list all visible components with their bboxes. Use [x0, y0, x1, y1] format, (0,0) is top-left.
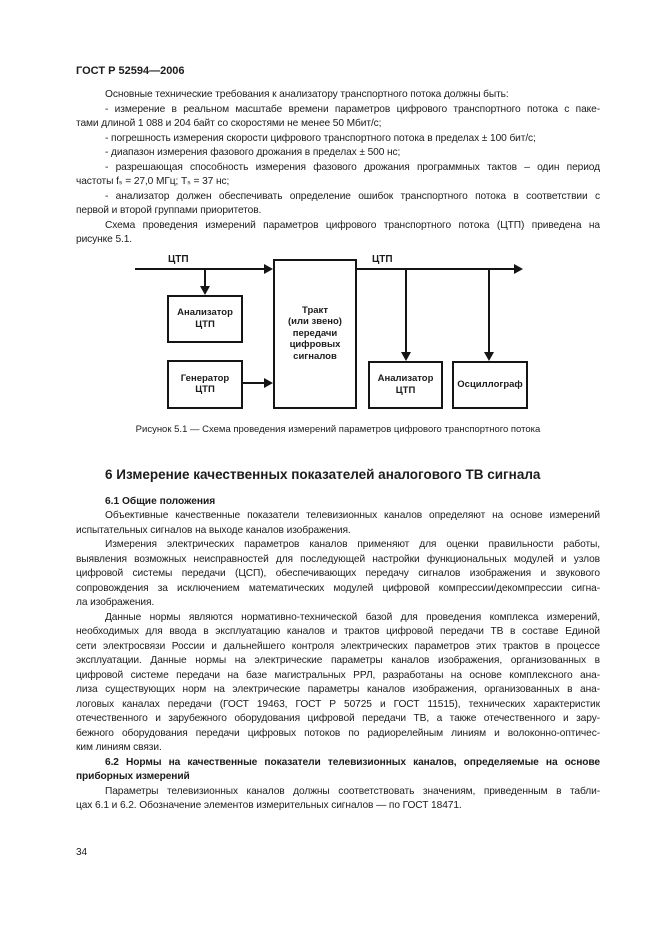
arrowhead-right-icon — [514, 263, 523, 274]
text-line: приборных измерений — [76, 771, 190, 782]
section-6-title: 6 Измерение качественных показателей ана… — [105, 466, 541, 482]
text-line: Генератор — [180, 372, 230, 384]
tap-line-left — [204, 268, 206, 287]
arrowhead-down-icon — [200, 285, 210, 295]
text-line: эксплуатации. Данные нормы на электричес… — [76, 655, 600, 666]
output-line — [357, 267, 515, 270]
tap-line-right-1 — [405, 268, 407, 353]
text-line: ла изображения. — [76, 597, 155, 608]
section5-body: Основные технические требования к анализ… — [76, 88, 600, 248]
text-line: 6.2 Нормы на качественные показатели тел… — [105, 756, 600, 768]
text-line: сети электросвязи России и дальнейшего к… — [76, 640, 600, 652]
paragraph: Основные технические требования к анализ… — [76, 88, 600, 103]
tap-line-right-2 — [488, 268, 490, 353]
text-line: Осциллограф — [457, 378, 523, 390]
list-item: - измерение в реальном масштабе времени … — [76, 103, 600, 132]
text-line: Основные технические требования к анализ… — [105, 89, 509, 100]
text-line: - погрешность измерения скорости цифрово… — [105, 132, 536, 144]
paragraph: Параметры телевизионных каналов должны с… — [76, 785, 600, 814]
text-line: бежного оборудования передачи цифровых п… — [76, 727, 600, 739]
text-line: логовых каналах передачи (ГОСТ 19463, ГО… — [76, 698, 600, 710]
text-line: первой и второй группами приоритетов. — [76, 205, 262, 216]
text-line: Объективные качественные показатели теле… — [105, 510, 600, 521]
stream-output-label: ЦТП — [372, 253, 393, 265]
text-line: сопровождения за исключением математичес… — [76, 582, 600, 594]
paragraph: Схема проведения измерений параметров ци… — [76, 219, 600, 248]
list-item: - анализатор должен обеспечивать определ… — [76, 190, 600, 219]
generator-line — [243, 381, 265, 384]
text-line: - разрешающая способность измерения фазо… — [105, 161, 600, 173]
paragraph: Данные нормы являются нормативно-техниче… — [76, 611, 600, 756]
list-item: - разрешающая способность измерения фазо… — [76, 161, 600, 190]
arrowhead-right-icon — [264, 263, 273, 274]
text-line: - измерение в реальном масштабе времени … — [105, 103, 600, 115]
text-line: Параметры телевизионных каналов должны с… — [105, 785, 600, 797]
text-line: цифровых — [289, 339, 341, 351]
text-line: тами длиной 1 088 и 204 байт со скоростя… — [76, 118, 382, 129]
paragraph: Измерения электрических параметров канал… — [76, 538, 600, 611]
text-line: ким линиям связи. — [76, 742, 162, 753]
text-line: Тракт — [302, 304, 328, 316]
text-line: - анализатор должен обеспечивать определ… — [105, 190, 600, 202]
section-6-2-title: 6.2 Нормы на качественные показатели тел… — [76, 756, 600, 785]
text-line: (или звено) — [288, 316, 342, 328]
arrowhead-down-icon — [484, 351, 494, 361]
text-line: ЦТП — [395, 384, 416, 396]
text-line: необходимых для ввода в эксплуатацию кан… — [76, 626, 600, 637]
arrowhead-right-icon — [264, 377, 273, 388]
paragraph: Объективные качественные показатели теле… — [76, 509, 600, 538]
text-line: ЦТП — [195, 384, 215, 395]
document-header: ГОСТ Р 52594—2006 — [76, 65, 185, 77]
stream-input-label: ЦТП — [168, 253, 189, 265]
section-6-1-body: Объективные качественные показатели теле… — [76, 509, 600, 756]
text-line: - диапазон измерения фазового дрожания в… — [105, 147, 401, 158]
arrowhead-down-icon — [401, 351, 411, 361]
text-line: рисунке 5.1. — [76, 234, 133, 245]
input-line — [135, 267, 265, 270]
text-line: Анализатор — [177, 307, 233, 318]
text-line: передачи — [292, 327, 338, 339]
text-line: частоты fₛ = 27,0 МГц; Tₛ = 37 нс; — [76, 176, 230, 187]
section-6-1-title: 6.1 Общие положения — [105, 495, 216, 507]
text-line: Схема проведения измерений параметров ци… — [105, 219, 600, 231]
text-line: выявления возможных неисправностей для п… — [76, 553, 600, 565]
text-line: цифровой системы передачи (ЦСП), обеспеч… — [76, 568, 600, 579]
text-line: ЦТП — [195, 318, 215, 330]
list-item: - диапазон измерения фазового дрожания в… — [76, 146, 600, 161]
text-line: Анализатор — [377, 373, 434, 384]
text-line: цифровой системе передачи на базе магист… — [76, 669, 600, 681]
text-line: Данные нормы являются нормативно-техниче… — [105, 611, 600, 623]
text-line: лиза существующих норм на электрические … — [76, 684, 600, 695]
text-line: цах 6.1 и 6.2. Обозначение элементов изм… — [76, 800, 462, 811]
box-oscilloscope: Осциллограф — [452, 360, 528, 409]
text-line: Измерения электрических параметров канал… — [105, 539, 600, 550]
list-item: - погрешность измерения скорости цифрово… — [76, 132, 600, 147]
text-line: испытательных сигналов на выходе каналов… — [76, 524, 351, 536]
text-line: сигналов — [293, 350, 337, 362]
figure-caption: Рисунок 5.1 — Схема проведения измерений… — [135, 423, 541, 435]
text-line: отечественного и зарубежного оборудовани… — [76, 713, 600, 724]
page-number: 34 — [76, 846, 88, 858]
